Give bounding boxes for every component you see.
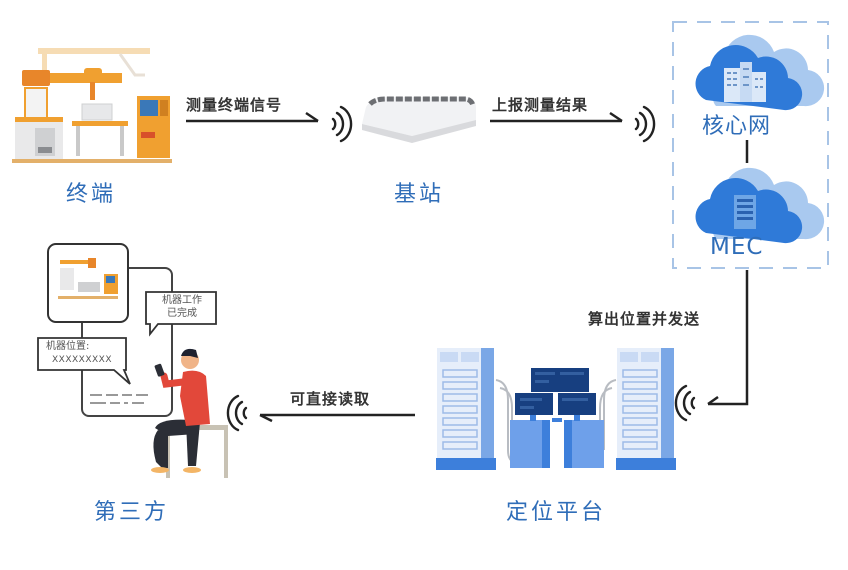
bubble-position-line2: XXXXXXXXX bbox=[52, 355, 112, 365]
network-group-box bbox=[672, 21, 829, 269]
arrow-mec-to-positioning-platform bbox=[707, 270, 749, 406]
signal-waves-icon bbox=[331, 105, 353, 143]
edge-label-report-results: 上报测量结果 bbox=[492, 96, 589, 114]
arrow-platform-to-third-party bbox=[259, 413, 415, 423]
factory-machine-icon bbox=[12, 48, 172, 163]
arrow-base-station-to-core-network bbox=[490, 111, 623, 123]
bubble-position-line1: 机器位置: bbox=[46, 341, 90, 352]
base-station-icon bbox=[362, 96, 476, 143]
signal-waves-icon bbox=[634, 105, 656, 143]
person-phone-icon bbox=[37, 243, 228, 478]
node-label-mec: MEC bbox=[710, 234, 764, 260]
node-label-positioning-platform: 定位平台 bbox=[506, 500, 607, 525]
node-label-core-network: 核心网 bbox=[702, 114, 772, 139]
node-label-third-party: 第三方 bbox=[94, 500, 170, 525]
cloud-building-icon bbox=[695, 34, 825, 111]
cloud-server-icon bbox=[695, 167, 825, 244]
edge-label-read-directly: 可直接读取 bbox=[290, 390, 371, 408]
arrow-terminal-to-base-station bbox=[186, 111, 319, 123]
bubble-status-line1: 机器工作 bbox=[162, 295, 202, 306]
bubble-status-line2: 已完成 bbox=[167, 308, 197, 319]
server-rack-icon bbox=[436, 348, 676, 470]
node-label-terminal: 终端 bbox=[66, 182, 117, 207]
signal-waves-icon bbox=[226, 394, 248, 432]
node-label-base-station: 基站 bbox=[394, 182, 445, 207]
edge-label-measure-signal: 测量终端信号 bbox=[186, 96, 283, 114]
signal-waves-icon bbox=[674, 384, 696, 422]
edge-label-compute-send: 算出位置并发送 bbox=[588, 310, 701, 328]
